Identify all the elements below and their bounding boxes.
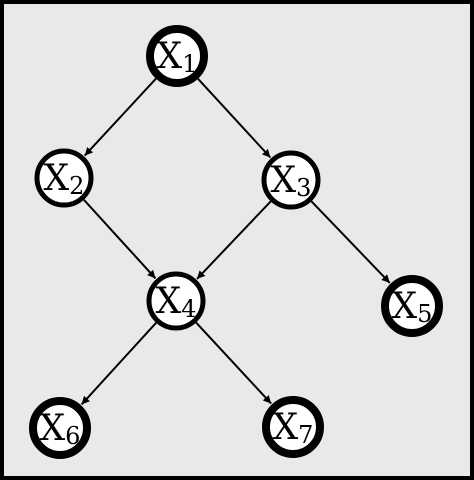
node-x6-circle: [29, 397, 91, 459]
node-x7[interactable]: X7: [262, 396, 324, 458]
node-x7-base: X: [273, 407, 299, 448]
edge-x4-x7: [195, 321, 272, 405]
node-x5[interactable]: X5: [381, 275, 443, 337]
node-x3[interactable]: X3: [261, 150, 321, 210]
node-x2-subscript: 2: [69, 172, 84, 200]
node-x6-subscript: 6: [65, 422, 80, 450]
node-x1-circle: [146, 25, 208, 87]
node-x5-subscript: 5: [417, 300, 432, 328]
node-x3-subscript: 3: [296, 174, 311, 202]
node-x1-subscript: 1: [182, 50, 197, 78]
node-x6-base: X: [40, 408, 66, 449]
node-x2[interactable]: X2: [34, 148, 94, 208]
node-x6-label: X6: [40, 408, 81, 451]
edges-layer: [80, 78, 391, 406]
edge-x4-x6: [80, 322, 157, 406]
node-x4-base: X: [156, 281, 182, 322]
node-x4-subscript: 4: [181, 295, 196, 323]
node-x7-circle: [262, 396, 324, 458]
node-x3-label: X3: [271, 160, 312, 203]
edge-x1-x3: [197, 78, 272, 159]
node-x3-base: X: [271, 160, 297, 201]
nodes-layer: X1 X2 X3 X4 X5 X6 X7: [29, 25, 443, 459]
edge-x3-x5: [310, 200, 391, 284]
edge-x3-x4: [196, 200, 272, 280]
node-x4-label: X4: [156, 281, 197, 324]
node-x2-base: X: [44, 158, 70, 199]
node-x1-base: X: [157, 36, 183, 77]
node-x2-label: X2: [44, 158, 85, 201]
node-x4[interactable]: X4: [146, 271, 206, 331]
node-x3-circle: [261, 150, 321, 210]
node-x7-subscript: 7: [298, 421, 313, 449]
node-x5-circle: [381, 275, 443, 337]
node-x4-circle: [146, 271, 206, 331]
node-x5-label: X5: [392, 286, 433, 329]
edge-x2-x4: [83, 199, 157, 280]
node-x6[interactable]: X6: [29, 397, 91, 459]
edge-x1-x2: [83, 78, 157, 157]
node-x1-label: X1: [157, 36, 198, 79]
node-x5-base: X: [392, 286, 418, 327]
node-x1[interactable]: X1: [146, 25, 208, 87]
node-x2-circle: [34, 148, 94, 208]
node-x7-label: X7: [273, 407, 314, 450]
